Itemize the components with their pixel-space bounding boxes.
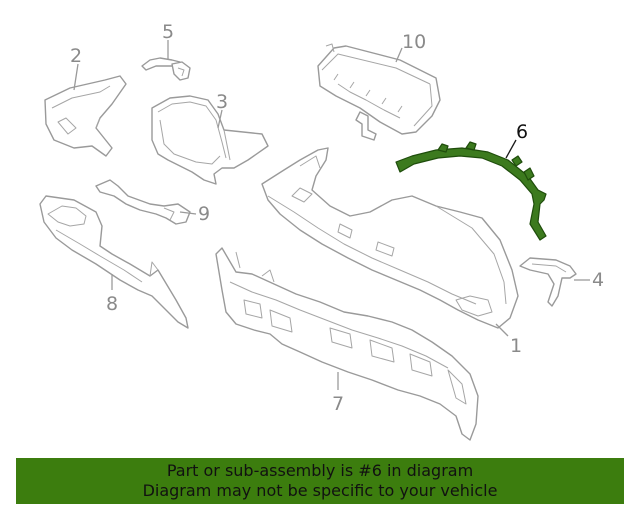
banner-line-part-number: Part or sub-assembly is #6 in diagram — [166, 461, 474, 480]
leader-6 — [505, 139, 517, 159]
part-4-bracket — [519, 257, 577, 307]
leader-10 — [395, 47, 403, 63]
callout-3: 3 — [216, 91, 228, 113]
callout-6: 6 — [516, 121, 528, 143]
leader-1 — [495, 323, 509, 337]
part-2-column-cover — [44, 75, 127, 157]
callout-1: 1 — [510, 335, 522, 357]
part-6-reinforcement-bar — [395, 141, 547, 241]
callout-7: 7 — [332, 393, 344, 415]
callout-9: 9 — [198, 203, 210, 225]
part-8-lower-panel — [39, 195, 189, 329]
callouts: 2 5 3 10 6 9 8 4 1 7 — [70, 21, 604, 415]
part-1-instrument-panel — [261, 147, 519, 329]
part-10-airbag-module — [317, 43, 441, 141]
callout-5: 5 — [162, 21, 174, 43]
leader-3 — [217, 109, 223, 129]
part-5-bracket — [141, 57, 191, 81]
callout-4: 4 — [592, 269, 604, 291]
diagram-notice-banner: Part or sub-assembly is #6 in diagram Di… — [16, 458, 624, 504]
parts-diagram: 2 5 3 10 6 9 8 4 1 7 — [39, 21, 604, 441]
leader-lines — [73, 40, 590, 390]
part-9-bracket — [95, 179, 191, 225]
banner-line-disclaimer: Diagram may not be specific to your vehi… — [142, 481, 498, 500]
callout-10: 10 — [402, 31, 426, 53]
part-7-carrier — [215, 247, 479, 441]
callout-2: 2 — [70, 45, 82, 67]
callout-8: 8 — [106, 293, 118, 315]
leader-9 — [179, 211, 197, 215]
part-3-cluster-bezel — [151, 95, 269, 185]
leader-2 — [73, 63, 79, 91]
